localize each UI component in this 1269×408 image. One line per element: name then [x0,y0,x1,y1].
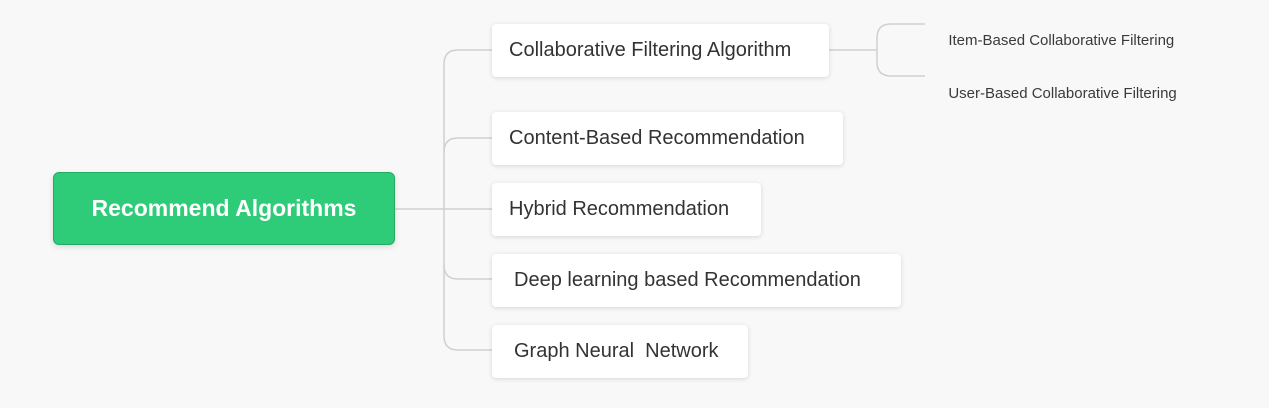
branch-content-based[interactable]: Content-Based Recommendation [492,112,843,165]
branch-collaborative-filtering[interactable]: Collaborative Filtering Algorithm [492,24,829,77]
connector-sub-trunk [876,23,925,77]
leaf-label: User-Based Collaborative Filtering [948,85,1177,102]
branch-hybrid[interactable]: Hybrid Recommendation [492,183,761,236]
branch-label: Deep learning based Recommendation [514,269,861,291]
branch-label: Hybrid Recommendation [509,198,730,220]
connector-trunk [443,49,492,351]
leaf-item-based[interactable]: Item-Based Collaborative Filtering [940,15,1174,49]
leaf-label: Item-Based Collaborative Filtering [948,32,1175,49]
connector-branch-4 [443,264,492,280]
root-node-label: Recommend Algorithms [91,195,357,221]
branch-graph-neural-network[interactable]: Graph Neural Network [492,325,748,378]
branch-label: Content-Based Recommendation [509,127,805,149]
root-node[interactable]: Recommend Algorithms [53,172,395,245]
branch-deep-learning[interactable]: Deep learning based Recommendation [492,254,901,307]
leaf-user-based[interactable]: User-Based Collaborative Filtering [940,68,1177,102]
branch-label: Graph Neural Network [514,340,719,362]
connector-branch-2 [443,137,492,153]
branch-label: Collaborative Filtering Algorithm [509,39,792,61]
